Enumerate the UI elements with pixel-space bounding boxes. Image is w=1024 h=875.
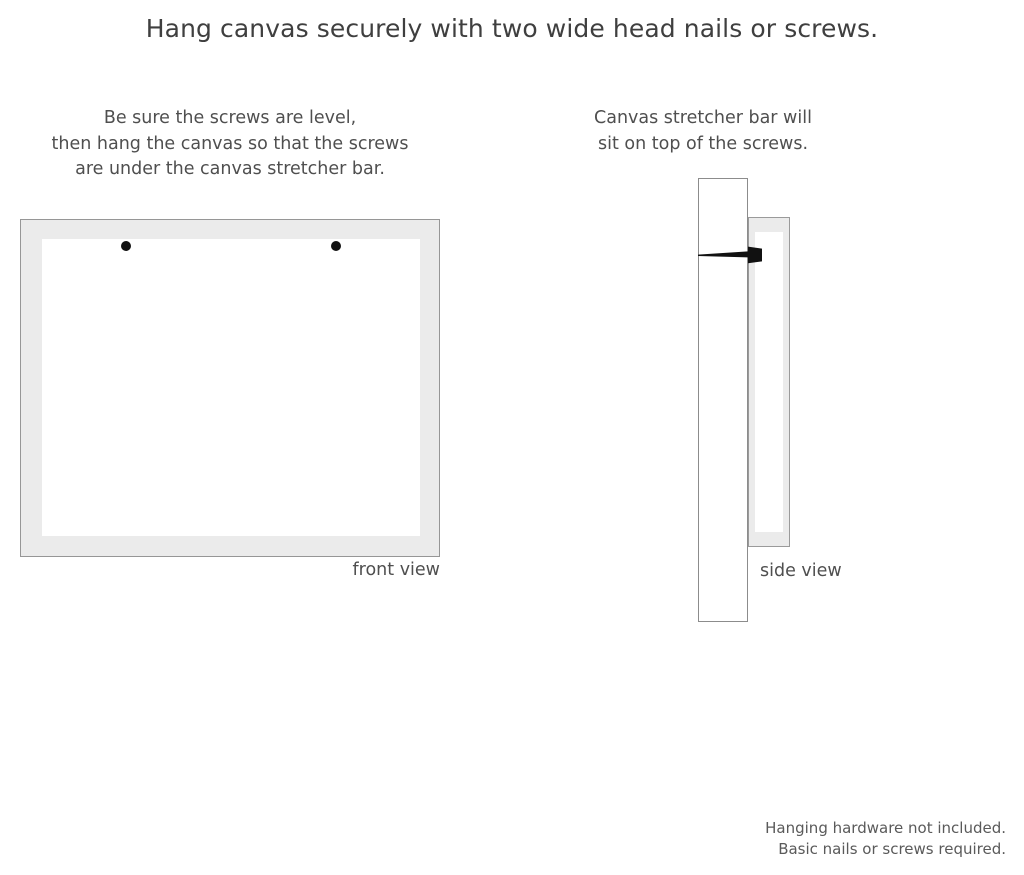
footer-note: Hanging hardware not included. Basic nai… <box>765 818 1006 860</box>
front-canvas-frame <box>20 219 440 557</box>
side-canvas-face <box>755 232 783 532</box>
footer-note-line-2: Basic nails or screws required. <box>778 840 1006 858</box>
screw-head-dot-icon-left <box>121 241 131 251</box>
page-title: Hang canvas securely with two wide head … <box>145 14 879 43</box>
front-view-caption-line-1: Be sure the screws are level, <box>103 108 357 128</box>
side-view-illustration <box>698 178 808 623</box>
front-view-caption-line-2: then hang the canvas so that the screws <box>51 133 409 154</box>
front-view-illustration <box>20 219 440 557</box>
side-view-caption: Canvas stretcher bar will sit on top of … <box>553 106 853 157</box>
front-view-caption: Be sure the screws are level, then hang … <box>20 106 440 183</box>
screw-head-dot-icon-right <box>331 241 341 251</box>
side-wall-profile <box>698 178 748 622</box>
side-view-label: side view <box>760 561 842 581</box>
side-view-caption-line-2: sit on top of the screws. <box>597 133 809 154</box>
screw-side-profile-icon <box>698 246 764 264</box>
front-canvas-face <box>42 239 420 536</box>
front-view-caption-line-3: are under the canvas stretcher bar. <box>75 159 385 179</box>
side-view-caption-line-1: Canvas stretcher bar will <box>594 108 812 128</box>
footer-note-line-1: Hanging hardware not included. <box>765 819 1006 837</box>
front-view-label: front view <box>352 560 441 580</box>
